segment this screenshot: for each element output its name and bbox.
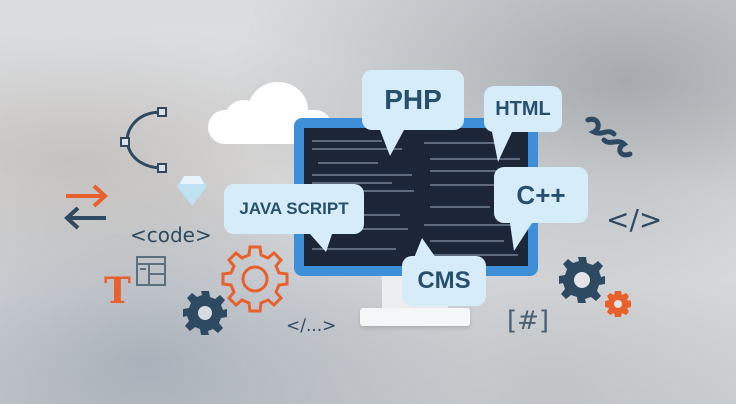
exchange-arrows-icon xyxy=(64,184,108,230)
javascript-label: JAVA SCRIPT xyxy=(239,199,349,218)
layout-template-icon xyxy=(136,256,166,286)
text-tool-icon: T xyxy=(104,270,131,312)
php-bubble-tail xyxy=(380,130,404,156)
cpp-label: C++ xyxy=(516,179,566,210)
html-bubble: HTML xyxy=(484,86,562,132)
javascript-bubble-tail xyxy=(310,234,332,252)
cpp-bubble-tail xyxy=(510,223,532,251)
cms-bubble: CMS xyxy=(402,256,486,306)
monitor-stand xyxy=(360,308,470,326)
javascript-bubble: JAVA SCRIPT xyxy=(224,184,364,234)
cpp-bubble: C++ xyxy=(494,167,588,223)
gear-navy-right-icon xyxy=(559,257,605,303)
php-label: PHP xyxy=(384,84,442,115)
code-tag-label: <code> xyxy=(130,223,212,247)
chain-link-icon xyxy=(585,116,633,158)
gear-orange-small-icon xyxy=(605,291,631,317)
bezier-curve-icon xyxy=(120,107,167,173)
gear-outline-orange-icon xyxy=(221,245,289,313)
hash-tag-icon: [#] xyxy=(507,306,550,336)
html-label: HTML xyxy=(495,97,551,120)
gem-icon xyxy=(177,176,207,206)
code-screen xyxy=(304,128,528,266)
close-tag-icon: </> xyxy=(606,203,663,236)
ellipsis-tag-label: </...> xyxy=(286,316,337,336)
cms-bubble-tail xyxy=(414,238,436,258)
gear-navy-icon xyxy=(183,291,227,335)
php-bubble: PHP xyxy=(362,70,464,130)
cms-label: CMS xyxy=(417,267,471,294)
html-bubble-tail xyxy=(492,132,512,162)
